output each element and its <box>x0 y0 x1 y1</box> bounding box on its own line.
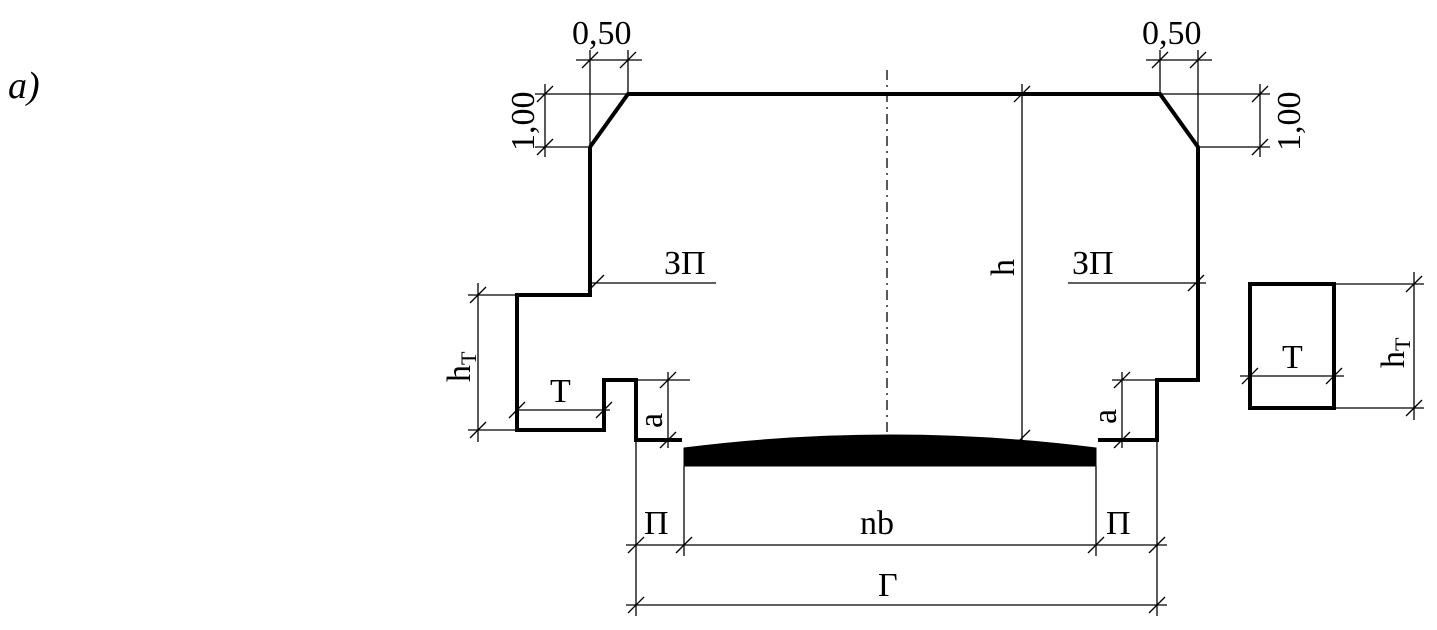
dim-gap-right <box>1112 371 1157 449</box>
dim-tread-right <box>1240 367 1344 385</box>
chamfer-width-right-label: 0,50 <box>1142 15 1202 52</box>
dim-chamfer-width-right <box>1146 50 1212 147</box>
gap-right-label: a <box>1087 409 1124 424</box>
dim-tread-height-right <box>1334 272 1424 420</box>
track-ballast <box>683 434 1097 467</box>
clearance-outline <box>515 92 1200 442</box>
passage-left-label: П <box>644 505 669 542</box>
dim-tread-height-left <box>468 283 517 442</box>
passage-right-label: П <box>1106 505 1131 542</box>
gauge-width-label: Г <box>878 567 898 604</box>
dim-tread-left <box>508 401 613 419</box>
figure-label: а) <box>8 65 40 107</box>
dim-bottom-chain <box>626 440 1167 616</box>
dim-protection-zone-left <box>587 274 716 292</box>
chamfer-height-left-label: 1,00 <box>505 92 542 152</box>
gap-left-label: a <box>633 413 670 428</box>
chamfer-height-right-label: 1,00 <box>1271 92 1308 152</box>
dim-gap-left <box>636 371 690 449</box>
dim-gauge-width <box>626 596 1167 614</box>
tread-right-label: Т <box>1282 339 1303 376</box>
protection-zone-left-label: ЗП <box>664 245 706 282</box>
dim-height <box>1013 84 1031 447</box>
tread-box-right <box>1248 282 1336 410</box>
chamfer-width-left-label: 0,50 <box>572 15 632 52</box>
protection-zone-right-label: ЗП <box>1072 245 1114 282</box>
height-label: h <box>985 259 1022 276</box>
dim-chamfer-height-right <box>1160 84 1270 157</box>
track-width-label: nb <box>860 505 894 542</box>
tread-left-label: Т <box>550 373 571 410</box>
tread-height-left-label: hТ <box>441 351 481 382</box>
dim-chamfer-height-left <box>535 84 628 157</box>
tread-height-right-label: hТ <box>1375 337 1415 368</box>
dim-chamfer-width-left <box>576 50 642 147</box>
dim-protection-zone-right <box>1068 274 1206 292</box>
